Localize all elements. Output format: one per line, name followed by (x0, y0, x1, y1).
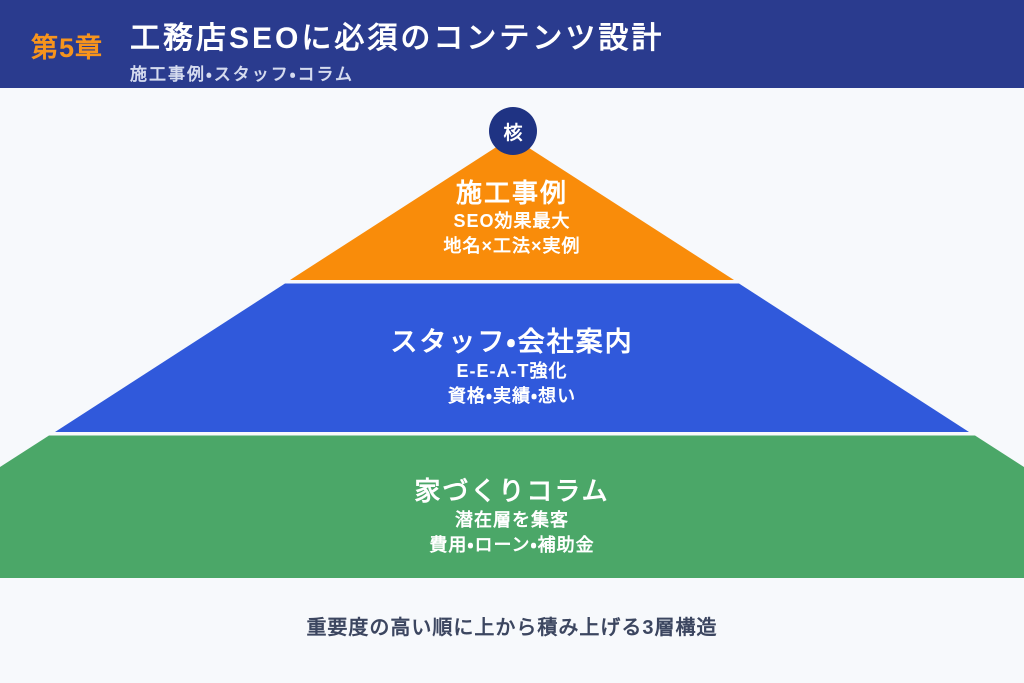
pyramid-layer-3-shape (0, 435, 1024, 578)
layer-1-line2: 地名×工法×実例 (443, 236, 581, 256)
layer-2-line2: 資格・実績・想い (447, 386, 577, 406)
page-title: 工務店SEOに必須のコンテンツ設計 (130, 22, 665, 55)
core-label: 核 (503, 122, 523, 144)
pyramid-layer-3-text: 家づくりコラム 潜在層を集客 費用・ローン・補助金 (0, 475, 1024, 557)
pyramid-layer-1-text: 施工事例 SEO効果最大 地名×工法×実例 (0, 178, 1024, 258)
layer-3-title: 家づくりコラム (414, 476, 610, 506)
chapter-badge: 第5章 (31, 33, 104, 63)
header: 第5章 工務店SEOに必須のコンテンツ設計 施工事例・スタッフ・コラム (0, 0, 1024, 88)
layer-3-line1: 潜在層を集客 (455, 510, 569, 530)
page-subtitle: 施工事例・スタッフ・コラム (130, 65, 355, 84)
pyramid-layer-2-shape (55, 283, 969, 432)
core-badge: 核 (489, 107, 537, 155)
layer-1-line1: SEO効果最大 (453, 211, 571, 231)
caption: 重要度の高い順に上から積み上げる3層構造 (306, 617, 718, 639)
pyramid-layer-1-shape (290, 137, 734, 280)
layer-1-title: 施工事例 (455, 178, 568, 208)
layer-2-line1: E-E-A-T強化 (456, 361, 568, 381)
header-text: 工務店SEOに必須のコンテンツ設計 施工事例・スタッフ・コラム (130, 22, 664, 85)
layer-2-title: スタッフ・会社案内 (390, 327, 634, 357)
layer-3-line2: 費用・ローン・補助金 (429, 535, 595, 555)
pyramid-layer-2-text: スタッフ・会社案内 E-E-A-T強化 資格・実績・想い (0, 326, 1024, 408)
